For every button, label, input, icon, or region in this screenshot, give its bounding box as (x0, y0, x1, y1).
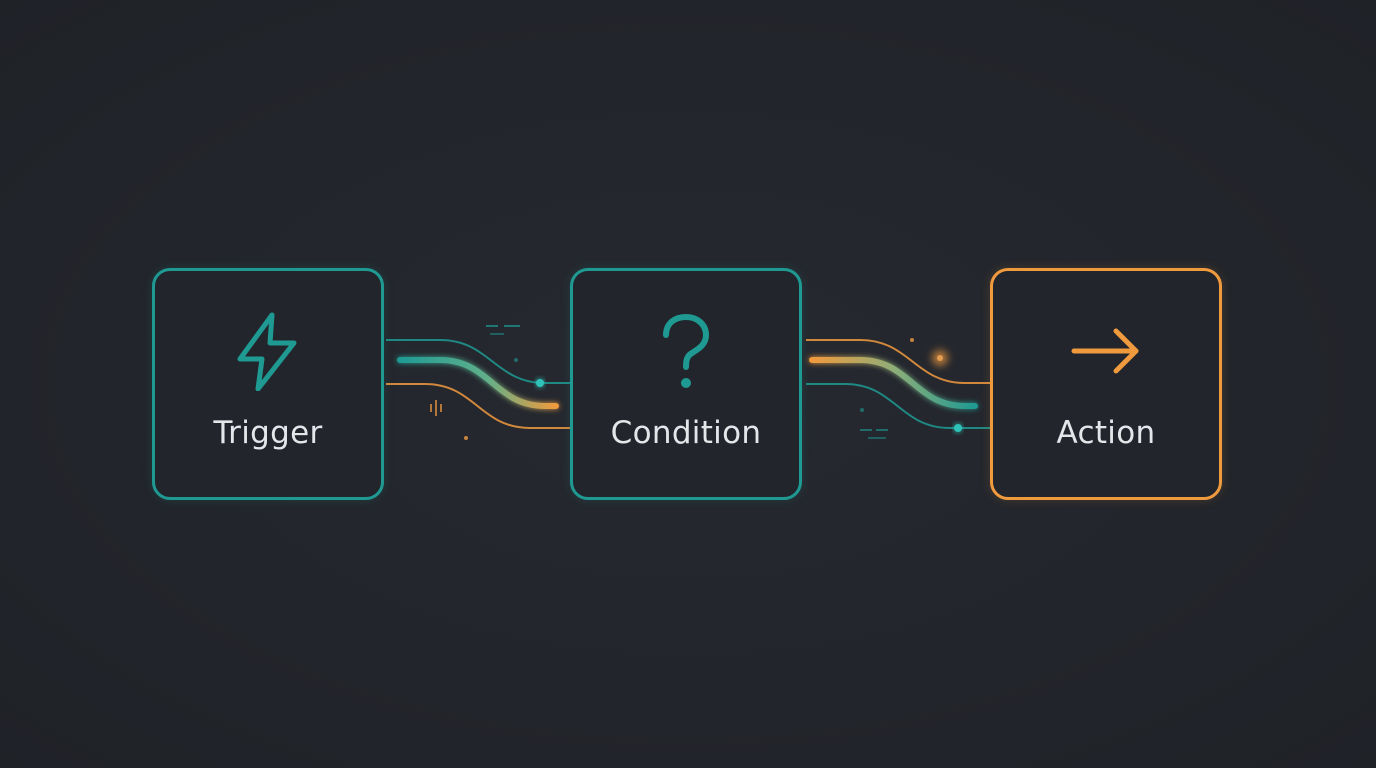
trigger-node[interactable]: Trigger (152, 268, 384, 500)
trigger-label: Trigger (213, 415, 323, 451)
arrow-right-icon (1070, 311, 1142, 391)
action-node[interactable]: Action (990, 268, 1222, 500)
condition-node[interactable]: Condition (570, 268, 802, 500)
question-mark-icon (650, 311, 722, 391)
condition-label: Condition (610, 415, 762, 451)
connector-trigger-condition (386, 325, 570, 440)
lightning-bolt-icon (232, 311, 304, 391)
connector-condition-action (806, 338, 990, 439)
action-label: Action (1056, 415, 1156, 451)
